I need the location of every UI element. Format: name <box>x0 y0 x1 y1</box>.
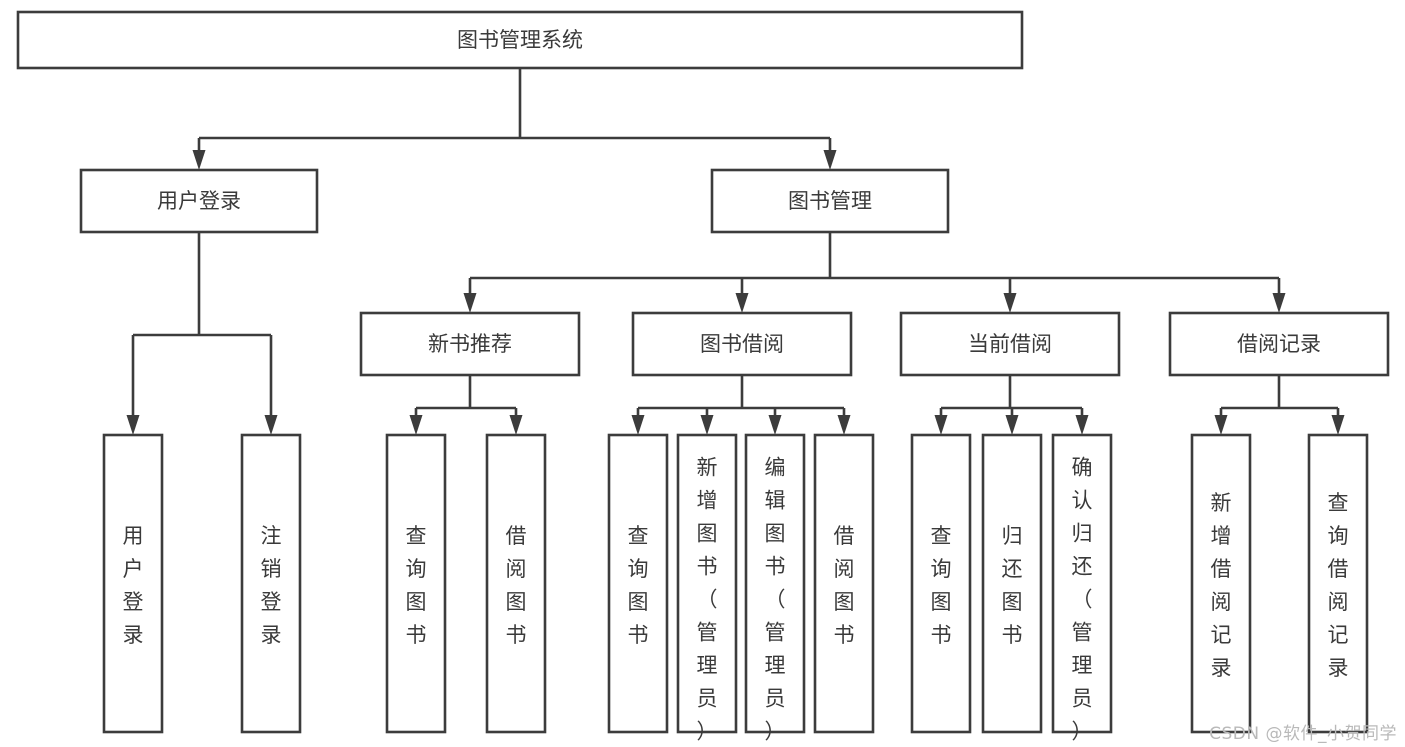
node-leaf-edit-book[interactable]: 编辑图书（管理员） <box>744 433 806 744</box>
node-leaf-query-borrow-record-label: 查询借阅记录 <box>1328 491 1349 680</box>
node-leaf-edit-book-label: 编辑图书（管理员） <box>765 456 786 744</box>
node-leaf-logout-label: 注销登录 <box>261 524 282 647</box>
node-leaf-borrow-book[interactable]: 借阅图书 <box>813 433 875 734</box>
node-leaf-borrow-book-recommend-label: 借阅图书 <box>506 524 527 647</box>
node-book-management[interactable]: 图书管理 <box>710 168 950 234</box>
node-current-borrow[interactable]: 当前借阅 <box>899 311 1121 377</box>
node-leaf-borrow-book-recommend[interactable]: 借阅图书 <box>485 433 547 734</box>
node-leaf-logout[interactable]: 注销登录 <box>240 433 302 734</box>
node-book-borrow-box[interactable] <box>631 311 853 377</box>
node-leaf-confirm-return-box[interactable] <box>1051 433 1113 734</box>
node-new-book-recommend[interactable]: 新书推荐 <box>359 311 581 377</box>
node-root[interactable]: 图书管理系统 <box>16 10 1024 70</box>
node-leaf-logout-box[interactable] <box>240 433 302 734</box>
node-leaf-query-book-current[interactable]: 查询图书 <box>910 433 972 734</box>
node-leaf-user-login-box[interactable] <box>102 433 164 734</box>
node-leaf-add-borrow-record[interactable]: 新增借阅记录 <box>1190 433 1252 734</box>
node-root-box[interactable] <box>16 10 1024 70</box>
connector-current-borrow-bus <box>934 375 1089 435</box>
connector-new-book-recommend-bus <box>409 375 523 435</box>
node-leaf-confirm-return-label: 确认归还（管理员） <box>1072 456 1093 744</box>
connectors-layer <box>126 68 1345 435</box>
node-borrow-record-box[interactable] <box>1168 311 1390 377</box>
node-leaf-return-book[interactable]: 归还图书 <box>981 433 1043 734</box>
node-leaf-borrow-book-label: 借阅图书 <box>834 524 855 647</box>
node-leaf-query-book-borrow-label: 查询图书 <box>628 524 649 647</box>
node-leaf-query-book-borrow[interactable]: 查询图书 <box>607 433 669 734</box>
csdn-watermark: CSDN @软件_小贺同学 <box>1209 724 1397 744</box>
node-new-book-recommend-label: 新书推荐 <box>428 332 512 356</box>
node-book-management-box[interactable] <box>710 168 950 234</box>
nodes-layer: 图书管理系统用户登录图书管理新书推荐图书借阅当前借阅借阅记录用户登录注销登录查询… <box>16 10 1390 744</box>
node-leaf-return-book-box[interactable] <box>981 433 1043 734</box>
node-leaf-confirm-return[interactable]: 确认归还（管理员） <box>1051 433 1113 744</box>
node-user-login-label: 用户登录 <box>157 189 241 213</box>
node-root-label: 图书管理系统 <box>457 28 583 52</box>
node-book-borrow[interactable]: 图书借阅 <box>631 311 853 377</box>
node-leaf-add-book-box[interactable] <box>676 433 738 734</box>
node-leaf-user-login[interactable]: 用户登录 <box>102 433 164 734</box>
connector-book-borrow-bus <box>631 375 851 435</box>
node-book-borrow-label: 图书借阅 <box>700 332 784 356</box>
node-leaf-borrow-book-recommend-box[interactable] <box>485 433 547 734</box>
node-user-login[interactable]: 用户登录 <box>79 168 319 234</box>
connector-borrow-record-bus <box>1214 375 1345 435</box>
node-leaf-query-book-recommend-box[interactable] <box>385 433 447 734</box>
node-borrow-record-label: 借阅记录 <box>1237 332 1321 356</box>
node-user-login-box[interactable] <box>79 168 319 234</box>
node-leaf-query-book-borrow-box[interactable] <box>607 433 669 734</box>
connector-book-management-bus <box>463 232 1286 313</box>
node-leaf-edit-book-box[interactable] <box>744 433 806 734</box>
node-leaf-add-book[interactable]: 新增图书（管理员） <box>676 433 738 744</box>
node-leaf-query-borrow-record-box[interactable] <box>1307 433 1369 734</box>
node-leaf-add-book-label: 新增图书（管理员） <box>697 456 718 744</box>
node-leaf-query-book-recommend[interactable]: 查询图书 <box>385 433 447 734</box>
node-leaf-query-book-recommend-label: 查询图书 <box>406 524 427 647</box>
node-leaf-add-borrow-record-box[interactable] <box>1190 433 1252 734</box>
node-borrow-record[interactable]: 借阅记录 <box>1168 311 1390 377</box>
node-new-book-recommend-box[interactable] <box>359 311 581 377</box>
node-current-borrow-box[interactable] <box>899 311 1121 377</box>
node-leaf-user-login-label: 用户登录 <box>123 524 144 647</box>
node-leaf-query-borrow-record[interactable]: 查询借阅记录 <box>1307 433 1369 734</box>
node-current-borrow-label: 当前借阅 <box>968 332 1052 356</box>
connector-root-bus <box>192 68 837 170</box>
node-book-management-label: 图书管理 <box>788 189 872 213</box>
connector-user-login-bus <box>126 232 278 435</box>
node-leaf-query-book-current-box[interactable] <box>910 433 972 734</box>
node-leaf-add-borrow-record-label: 新增借阅记录 <box>1211 491 1232 680</box>
node-leaf-query-book-current-label: 查询图书 <box>931 524 952 647</box>
node-leaf-borrow-book-box[interactable] <box>813 433 875 734</box>
node-leaf-return-book-label: 归还图书 <box>1002 524 1023 647</box>
